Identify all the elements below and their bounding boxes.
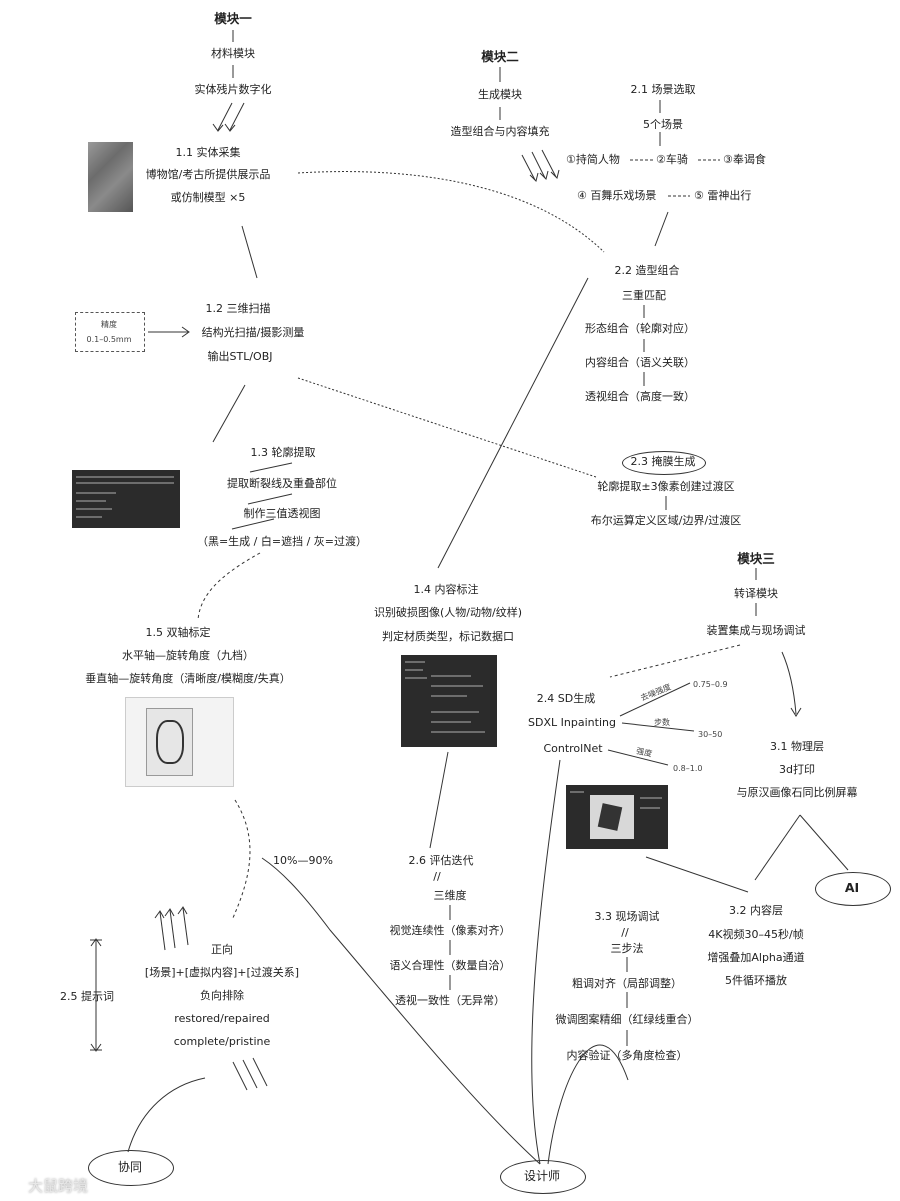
prompt-negative-label: 负向排除 <box>200 989 244 1002</box>
step-2-2-line3: 透视组合（高度一致） <box>585 390 695 403</box>
fragment-outline <box>146 708 193 776</box>
stone-fragment-image <box>88 142 133 212</box>
ai-role-label: AI <box>844 880 860 895</box>
param-denoise-value: 0.75–0.9 <box>693 680 728 689</box>
step-2-1-count: 5个场景 <box>643 118 683 131</box>
step-1-1-line1: 博物馆/考古所提供展示品 <box>145 168 271 181</box>
step-1-4-title: 1.4 内容标注 <box>413 583 479 596</box>
step-2-3-title: 2.3 掩膜生成 <box>630 455 696 468</box>
fragment-sketch <box>156 720 184 764</box>
step-3-2-line2: 增强叠加Alpha通道 <box>707 951 805 964</box>
step-1-5-title: 1.5 双轴标定 <box>145 626 211 639</box>
module1-sub2: 实体残片数字化 <box>194 83 272 96</box>
step-2-3-line1: 轮廓提取±3像素创建过渡区 <box>597 480 735 493</box>
step-2-4-line2: ControlNet <box>543 742 603 755</box>
step-2-4-line1: SDXL Inpainting <box>528 716 616 729</box>
param-strength-value: 0.8–1.0 <box>673 764 703 773</box>
module1-sub1: 材料模块 <box>211 47 255 60</box>
step-1-3-line1: 提取断裂线及重叠部位 <box>227 477 337 490</box>
step-3-1-title: 3.1 物理层 <box>770 740 824 753</box>
step-3-1-line1: 3d打印 <box>779 763 815 776</box>
scene-3: ③奉谒食 <box>723 153 766 166</box>
step-3-3-line2: 微调图案精细（红绿线重合） <box>555 1013 699 1026</box>
ai-role-oval <box>815 872 891 906</box>
step-3-3-line3: 内容验证（多角度检查） <box>566 1049 688 1062</box>
module3-title: 模块三 <box>737 551 775 566</box>
param-steps-value: 30–50 <box>698 730 723 739</box>
step-2-6-line0: 三维度 <box>433 889 467 902</box>
step-2-2-line2: 内容组合（语义关联） <box>585 356 695 369</box>
step-1-4-line1: 识别破损图像(人物/动物/纹样) <box>374 606 522 619</box>
module3-sub2: 装置集成与现场调试 <box>706 624 806 637</box>
printing-screenshot <box>566 785 668 849</box>
collab-role-oval <box>88 1150 174 1186</box>
step-3-3-title: 3.3 现场调试 <box>594 910 660 923</box>
module2-title: 模块二 <box>481 49 519 64</box>
step-2-2-title: 2.2 造型组合 <box>614 264 680 277</box>
step-2-1-title: 2.1 场景选取 <box>630 83 696 96</box>
step-3-2-line3: 5件循环播放 <box>725 974 787 987</box>
calibration-image <box>125 697 234 787</box>
step-1-4-line2: 判定材质类型，标记数据口 <box>382 630 514 643</box>
precision-label: 精度 <box>101 320 117 329</box>
step-2-6-mark: // <box>433 870 441 883</box>
step-1-3-title: 1.3 轮廓提取 <box>250 446 316 459</box>
precision-value: 0.1–0.5mm <box>86 335 132 344</box>
param-steps-label: 步数 <box>654 718 670 727</box>
step-2-6-line3: 透视一致性（无异常） <box>395 994 505 1007</box>
step-2-4-title: 2.4 SD生成 <box>536 692 596 705</box>
annotation-screenshot <box>401 655 497 747</box>
step-2-3-oval <box>622 451 706 475</box>
param-strength-label: 强度 <box>635 746 653 759</box>
designer-role-oval <box>500 1160 586 1194</box>
prompt-negative-1: restored/repaired <box>174 1012 270 1025</box>
range-label: 10%—90% <box>273 854 333 867</box>
step-3-3-line1: 粗调对齐（局部调整） <box>572 977 682 990</box>
step-3-2-line1: 4K视频30–45秒/帧 <box>708 928 804 941</box>
step-1-2-line2: 输出STL/OBJ <box>207 350 273 363</box>
step-3-3-line0: 三步法 <box>610 942 644 955</box>
module3-sub1: 转译模块 <box>734 587 778 600</box>
scene-5: ⑤ 雷神出行 <box>694 189 752 202</box>
step-1-1-title: 1.1 实体采集 <box>175 146 241 159</box>
prompt-positive-label: 正向 <box>211 943 233 956</box>
step-1-1-line2: 或仿制模型 ×5 <box>170 191 246 204</box>
step-2-6-title: 2.6 评估迭代 <box>408 854 474 867</box>
step-1-3-line2: 制作三值透视图 <box>243 507 321 520</box>
step-1-5-line2: 垂直轴—旋转角度（清晰度/模糊度/失真） <box>85 672 291 685</box>
step-3-2-title: 3.2 内容层 <box>729 904 783 917</box>
step-2-5-title: 2.5 提示词 <box>60 990 114 1003</box>
prompt-negative-2: complete/pristine <box>173 1035 271 1048</box>
scene-2: ②车骑 <box>656 153 688 166</box>
step-2-3-line2: 布尔运算定义区域/边界/过渡区 <box>590 514 742 527</box>
designer-role-label: 设计师 <box>523 1169 561 1183</box>
step-1-2-line1: 结构光扫描/摄影测量 <box>201 326 305 339</box>
step-3-1-line2: 与原汉画像石同比例屏幕 <box>736 786 858 799</box>
prompt-positive-text: [场景]+[虚拟内容]+[过渡关系] <box>144 966 300 979</box>
precision-box <box>75 312 145 352</box>
step-1-5-line1: 水平轴—旋转角度（九档） <box>122 649 254 662</box>
step-2-2-line1: 形态组合（轮廓对应） <box>585 322 695 335</box>
step-3-3-mark: // <box>621 926 629 939</box>
module2-sub1: 生成模块 <box>478 88 522 101</box>
scene-1: ①持简人物 <box>566 153 620 166</box>
step-2-6-line1: 视觉连续性（像素对齐） <box>389 924 511 937</box>
step-1-2-title: 1.2 三维扫描 <box>205 302 271 315</box>
watermark: 大鼠跨境 <box>28 1177 89 1195</box>
collab-role-label: 协同 <box>117 1160 143 1174</box>
step-2-2-line0: 三重匹配 <box>622 289 666 302</box>
software-screenshot-1 <box>72 470 180 528</box>
module2-sub2: 造型组合与内容填充 <box>450 125 550 138</box>
scene-4: ④ 百舞乐戏场景 <box>577 189 657 202</box>
module1-title: 模块一 <box>214 11 252 26</box>
step-1-3-line3: （黑=生成 / 白=遮挡 / 灰=过渡） <box>196 535 368 548</box>
step-2-6-line2: 语义合理性（数量自洽） <box>389 959 511 972</box>
